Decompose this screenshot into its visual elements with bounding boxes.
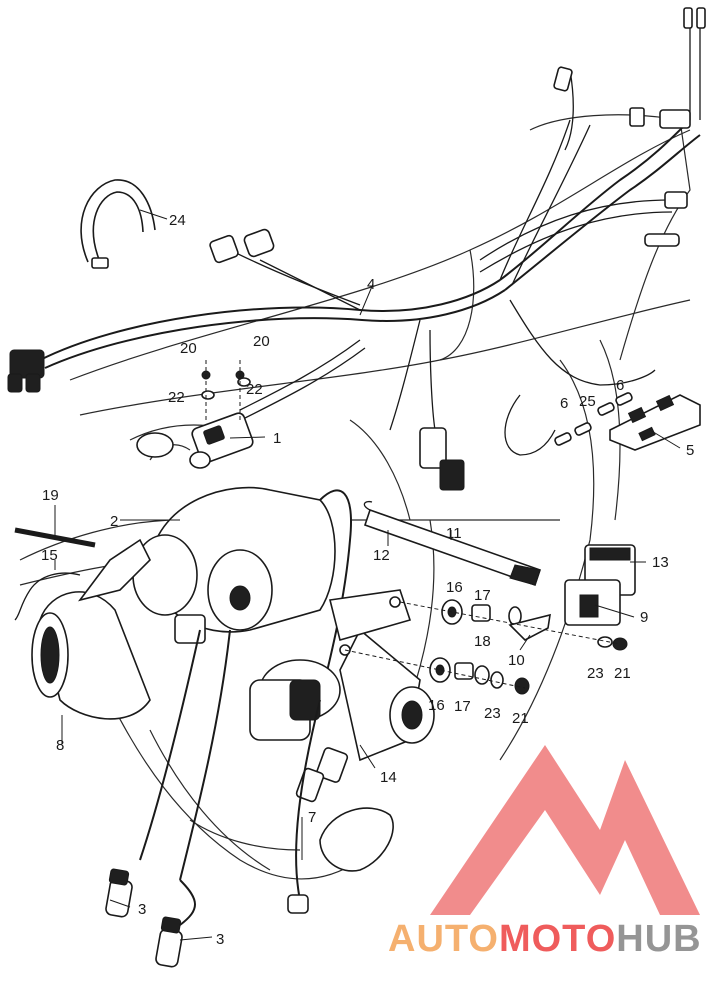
callout-25: 25: [579, 393, 596, 410]
callout-5: 5: [686, 442, 694, 459]
callout-1: 1: [273, 430, 281, 447]
main-harness: [39, 25, 701, 456]
watermark-moto: MOTO: [499, 918, 616, 960]
callout-24: 24: [169, 212, 186, 229]
fuse-holders: [554, 392, 633, 446]
cover-bracket: [609, 394, 701, 451]
callout-20b: 20: [253, 333, 270, 350]
watermark-auto: AUTO: [388, 918, 499, 960]
mounting-hardware-upper: [399, 599, 628, 651]
callout-10: 10: [508, 652, 525, 669]
callout-21b: 21: [512, 710, 529, 727]
automotohub-watermark: AUTOMOTOHUB: [388, 745, 702, 960]
watermark-hub: HUB: [616, 918, 701, 960]
bolts-20-22: [201, 360, 251, 420]
callout-22b: 22: [246, 381, 263, 398]
callout-labels: 1 2 3 3 4 5 6 6 7 8 9 10 11 12 13 14 15 …: [41, 212, 694, 948]
connector-block: [136, 412, 254, 469]
callout-11: 11: [446, 525, 462, 542]
callout-20a: 20: [180, 340, 197, 357]
callout-4: 4: [367, 276, 375, 293]
callout-16a: 16: [446, 579, 463, 596]
rectifier-body: [329, 589, 435, 762]
harness-connector-left: [7, 349, 45, 393]
callout-18: 18: [474, 633, 491, 650]
watermark-text: AUTOMOTOHUB: [388, 918, 702, 960]
callout-3a: 3: [138, 901, 146, 918]
callout-23b: 23: [484, 705, 501, 722]
callout-7: 7: [308, 809, 316, 826]
callout-2: 2: [110, 513, 118, 530]
callout-17a: 17: [474, 587, 491, 604]
horn: [31, 538, 151, 720]
callout-9: 9: [640, 609, 648, 626]
harness-connector-center: [419, 427, 465, 491]
wire-leads: [363, 500, 542, 587]
callout-22a: 22: [168, 389, 185, 406]
callout-16b: 16: [428, 697, 445, 714]
callout-14: 14: [380, 769, 397, 786]
callout-13: 13: [652, 554, 669, 571]
callout-19: 19: [42, 487, 59, 504]
strap-band: [80, 179, 156, 269]
callout-leaders: [54, 209, 681, 941]
callout-23a: 23: [587, 665, 604, 682]
voltage-regulator: [564, 544, 636, 626]
callout-6a: 6: [560, 395, 568, 412]
callout-12: 12: [373, 547, 390, 564]
spark-plug-caps: [105, 699, 321, 968]
callout-17b: 17: [454, 698, 471, 715]
harness-connector-top: [209, 7, 706, 264]
watermark-logo-mark: [430, 745, 700, 915]
ignition-coils: [132, 486, 352, 881]
callout-6b: 6: [616, 377, 624, 394]
callout-8: 8: [56, 737, 64, 754]
callout-3b: 3: [216, 931, 224, 948]
callout-15: 15: [41, 547, 58, 564]
mounting-hardware-lower: [344, 649, 530, 695]
pulse-generator: [249, 659, 394, 872]
callout-21a: 21: [614, 665, 631, 682]
